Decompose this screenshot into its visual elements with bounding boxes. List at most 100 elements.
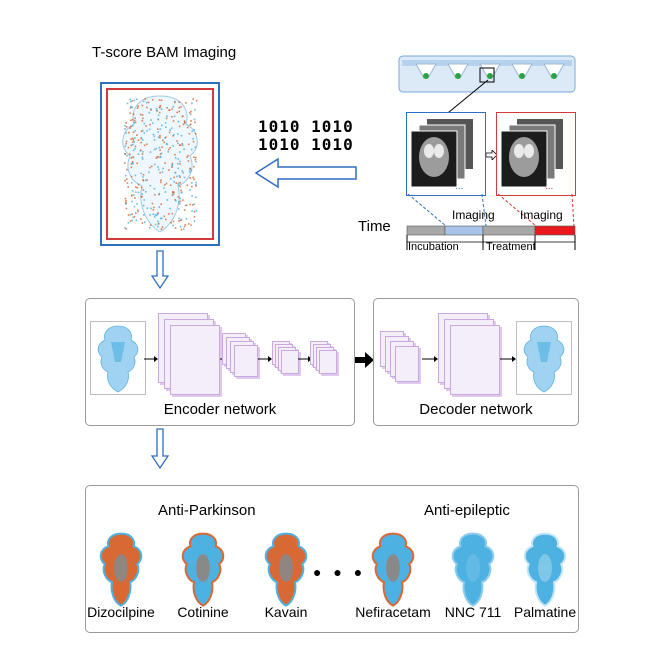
bam-speckle — [149, 224, 152, 226]
bam-frame — [100, 82, 220, 246]
drug-brain-core-3 — [386, 554, 400, 582]
bam-speckle — [156, 155, 159, 158]
bam-speckle — [169, 129, 171, 131]
bam-speckle — [140, 149, 142, 152]
bam-speckle — [153, 139, 156, 141]
bam-speckle — [135, 219, 138, 222]
bam-speckle — [124, 227, 126, 229]
bam-speckle — [160, 228, 163, 231]
bam-speckle — [141, 129, 144, 132]
bam-speckle — [125, 142, 128, 145]
bam-speckle — [174, 157, 177, 159]
bam-speckle — [132, 131, 135, 134]
bam-speckle — [178, 203, 181, 205]
bam-speckle — [158, 146, 161, 149]
bam-speckle — [172, 193, 175, 195]
bam-speckle — [133, 194, 135, 196]
bam-speckle — [179, 181, 182, 184]
bam-speckle — [125, 122, 127, 124]
bam-speckle — [125, 207, 128, 210]
bam-speckle — [130, 157, 133, 159]
bam-speckle — [154, 214, 157, 216]
drug-brain-core-4 — [466, 554, 480, 582]
drug-brain-maps — [99, 532, 567, 607]
bam-speckle — [160, 108, 163, 110]
bam-speckle — [157, 168, 160, 171]
bam-speckle — [126, 178, 128, 180]
bam-speckle — [157, 128, 159, 130]
bam-speckle — [149, 184, 152, 187]
bam-speckle — [140, 141, 142, 144]
bam-speckle — [166, 115, 168, 118]
bam-speckle — [152, 209, 155, 211]
hollow-left-arrow — [254, 157, 357, 189]
bam-speckle — [177, 162, 179, 165]
bam-speckle — [159, 134, 161, 137]
incubation-label: Incubation — [408, 241, 459, 253]
bam-speckle — [136, 134, 138, 136]
treatment-label: Treatment — [486, 241, 536, 253]
bam-speckle — [160, 181, 162, 184]
bam-speckle — [153, 187, 156, 190]
bam-speckle — [189, 123, 192, 126]
bam-speckle — [194, 132, 197, 135]
decoder-panel: Decoder network — [373, 298, 579, 426]
bam-speckle — [124, 179, 126, 182]
bam-speckle — [136, 162, 139, 165]
bam-speckle — [164, 122, 167, 124]
bam-speckle — [169, 207, 171, 210]
bam-speckle — [193, 165, 195, 168]
bam-speckle — [131, 100, 134, 102]
bam-speckle — [141, 153, 144, 155]
bam-speckle — [129, 105, 132, 108]
bam-speckle — [130, 138, 132, 140]
bam-speckle — [178, 106, 181, 109]
bam-speckle — [141, 158, 144, 160]
bam-speckle — [125, 140, 128, 143]
bam-speckle — [141, 117, 144, 120]
bam-speckle — [189, 168, 192, 171]
bam-speckle — [134, 137, 136, 139]
bam-speckle — [141, 193, 143, 195]
bam-speckle — [172, 120, 175, 122]
drug-brain-map-5 — [523, 532, 567, 607]
bam-speckle — [132, 113, 135, 116]
bam-speckle — [146, 143, 148, 146]
bam-speckle — [153, 193, 156, 196]
bam-speckle — [178, 201, 180, 203]
bam-speckle — [141, 156, 144, 159]
bam-speckle — [148, 111, 151, 114]
bam-speckle — [161, 139, 164, 142]
bam-speckle — [171, 115, 173, 118]
bam-speckle — [180, 189, 182, 192]
bam-speckle — [175, 199, 177, 202]
bam-speckle — [134, 145, 137, 148]
bam-speckle — [124, 197, 127, 200]
bam-speckle — [169, 184, 172, 187]
bam-speckle — [185, 102, 187, 104]
bam-speckle — [182, 123, 185, 126]
bam-speckle — [176, 175, 178, 178]
bam-speckle — [190, 148, 193, 151]
bam-speckle — [168, 169, 170, 171]
bam-speckle — [188, 132, 191, 135]
bam-speckle — [141, 119, 144, 122]
bam-speckle — [159, 136, 161, 139]
bam-speckle — [137, 153, 140, 155]
bam-speckle — [137, 191, 140, 194]
bam-speckle — [168, 109, 170, 111]
bam-speckle — [131, 213, 133, 215]
bam-speckle — [159, 149, 161, 151]
bam-speckle — [177, 167, 180, 170]
bam-speckle — [146, 179, 148, 181]
plate-wells — [415, 63, 565, 79]
bam-speckle — [177, 158, 179, 160]
bam-speckle — [155, 109, 158, 112]
bam-speckle — [143, 132, 146, 134]
drug-brain-map-2 — [264, 532, 308, 607]
bam-speckle — [186, 184, 189, 186]
bam-speckle — [183, 225, 186, 228]
binary-line-1: 1010 1010 — [258, 117, 354, 136]
imaging-label-2: Imaging — [520, 208, 563, 222]
bam-speckle — [169, 146, 171, 149]
